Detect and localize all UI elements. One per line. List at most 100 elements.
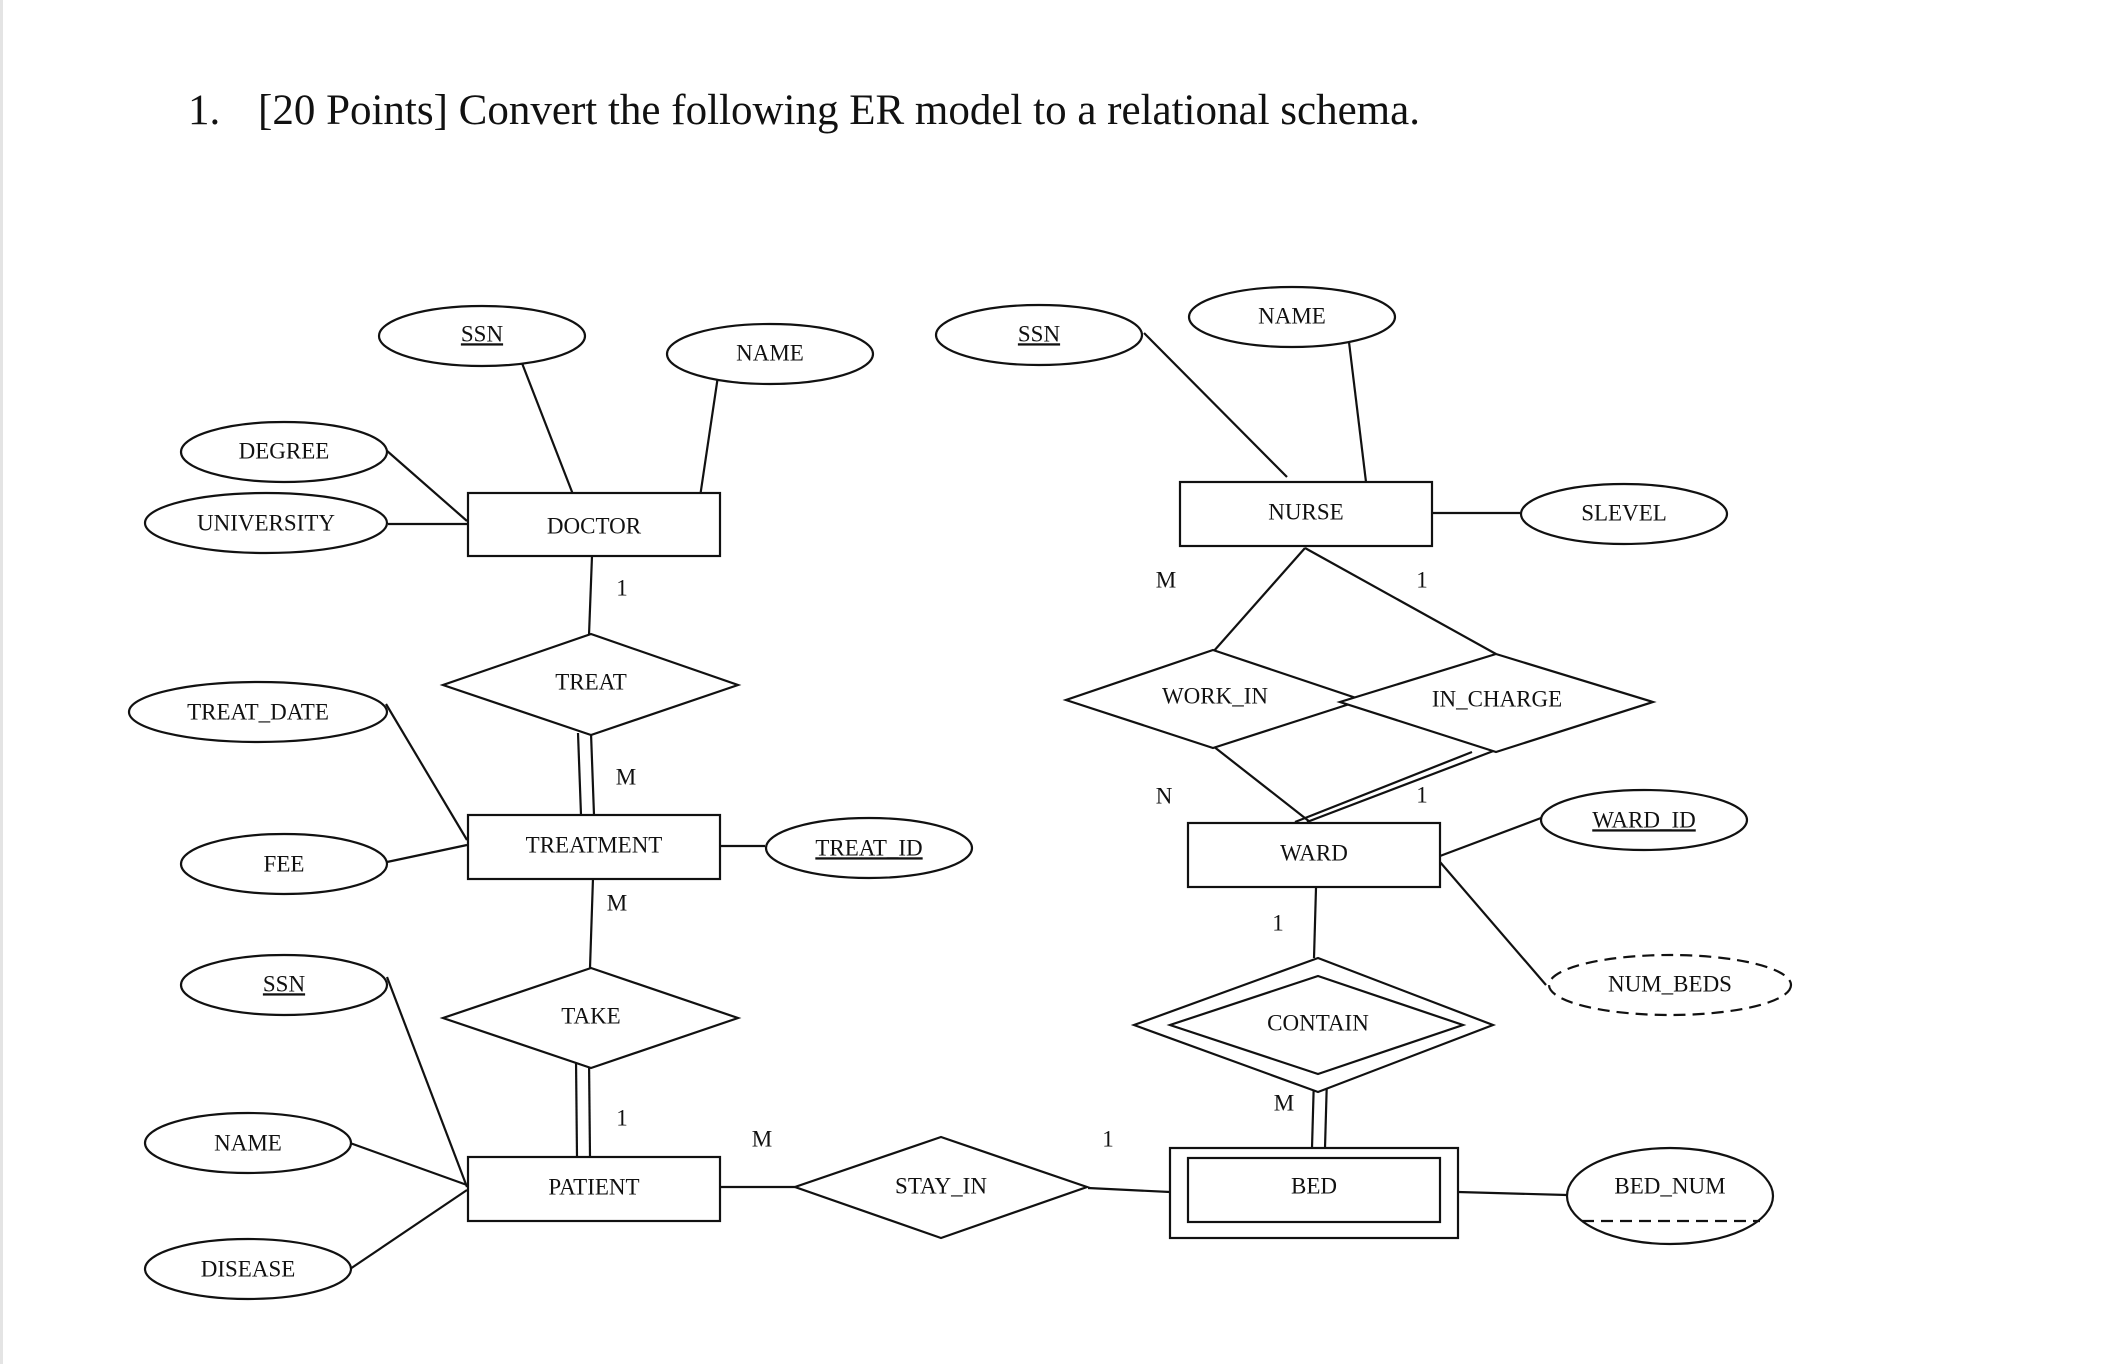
line-nurse-in-charge xyxy=(1304,547,1497,655)
attribute-degree-label: DEGREE xyxy=(239,438,330,463)
attribute-ward-id: WARD_ID xyxy=(1539,788,1749,852)
relationship-take-label: TAKE xyxy=(561,1003,620,1028)
attribute-patient-name: NAME xyxy=(143,1111,353,1175)
cardinality-treatment-treat: M xyxy=(616,764,636,789)
left-border xyxy=(0,0,3,1364)
line-ward-ward-id xyxy=(1439,816,1542,858)
attribute-disease-label: DISEASE xyxy=(201,1256,296,1281)
attribute-patient-ssn-label: SSN xyxy=(263,971,306,996)
relationships: TREAT TAKE STAY_IN WORK_IN IN_CHARGE xyxy=(439,632,1657,1240)
cardinality-ward-work-in: N xyxy=(1156,783,1173,808)
attribute-doctor-name-label: NAME xyxy=(736,340,804,365)
cardinality-treatment-take: M xyxy=(607,890,627,915)
entity-ward: WARD xyxy=(1186,821,1442,889)
attribute-university-label: UNIVERSITY xyxy=(197,510,335,535)
attribute-university: UNIVERSITY xyxy=(143,491,389,555)
cardinality-ward-in-charge: 1 xyxy=(1416,782,1428,807)
attributes: SSN NAME DEGREE UNIVERSITY SSN NAME xyxy=(127,285,1793,1301)
relationship-in-charge: IN_CHARGE xyxy=(1336,652,1657,754)
line-take-patient-a xyxy=(574,1058,579,1158)
entities: DOCTOR NURSE TREATMENT WARD PATIENT xyxy=(466,480,1460,1240)
relationship-treat-label: TREAT xyxy=(555,669,627,694)
line-treatment-take xyxy=(588,877,595,969)
line-in-charge-ward-b xyxy=(1294,750,1473,824)
attribute-treat-date: TREAT_DATE xyxy=(127,680,389,744)
attribute-fee-label: FEE xyxy=(264,851,305,876)
line-ward-contain xyxy=(1312,887,1318,959)
identifying-relationship-contain-label: CONTAIN xyxy=(1267,1010,1369,1035)
line-in-charge-ward-a xyxy=(1306,748,1497,824)
line-nurse-name xyxy=(1347,341,1368,483)
line-bed-bed-num xyxy=(1457,1190,1568,1197)
question-text: [20 Points] Convert the following ER mod… xyxy=(258,87,1420,134)
cardinality-bed-stay-in: 1 xyxy=(1102,1126,1114,1151)
attribute-nurse-name-label: NAME xyxy=(1258,303,1326,328)
relationship-work-in: WORK_IN xyxy=(1062,648,1366,750)
attribute-patient-ssn: SSN xyxy=(179,953,389,1017)
line-ward-num-beds xyxy=(1439,861,1547,986)
entity-doctor-label: DOCTOR xyxy=(547,513,642,538)
cardinality-patient-take: 1 xyxy=(616,1105,628,1130)
entity-nurse: NURSE xyxy=(1178,480,1434,548)
attribute-doctor-name: NAME xyxy=(665,322,875,386)
line-work-in-ward xyxy=(1212,745,1311,823)
line-patient-disease xyxy=(349,1189,468,1270)
line-patient-name xyxy=(349,1141,468,1187)
line-patient-ssn xyxy=(385,976,469,1188)
line-doctor-ssn xyxy=(518,357,576,498)
attribute-patient-name-label: NAME xyxy=(214,1130,282,1155)
line-take-patient-b xyxy=(587,1058,592,1158)
entity-patient-label: PATIENT xyxy=(548,1174,639,1199)
attribute-treat-date-label: TREAT_DATE xyxy=(187,699,329,724)
line-treatment-fee xyxy=(386,843,468,864)
attribute-bed-num: BED_NUM xyxy=(1565,1146,1775,1246)
cardinality-patient-stay-in: M xyxy=(752,1126,772,1151)
weak-entity-bed: BED xyxy=(1168,1146,1460,1240)
attribute-bed-num-label: BED_NUM xyxy=(1614,1173,1725,1198)
entity-treatment-label: TREATMENT xyxy=(526,832,663,857)
connector-lines xyxy=(349,332,1568,1270)
line-doctor-name xyxy=(698,375,720,498)
line-stay-in-bed xyxy=(1087,1186,1171,1194)
relationship-treat: TREAT xyxy=(439,632,742,737)
line-nurse-ssn xyxy=(1143,332,1288,478)
relationship-take: TAKE xyxy=(439,966,742,1070)
line-treatment-treat-date xyxy=(385,703,468,841)
attribute-slevel-label: SLEVEL xyxy=(1581,500,1667,525)
relationship-in-charge-label: IN_CHARGE xyxy=(1432,686,1562,711)
relationship-stay-in-label: STAY_IN xyxy=(895,1173,987,1198)
line-treat-treatment-a xyxy=(576,732,583,816)
line-treat-treatment-b xyxy=(589,732,596,816)
cardinality-bed-contain: M xyxy=(1274,1090,1294,1115)
attribute-num-beds-label: NUM_BEDS xyxy=(1608,971,1732,996)
identifying-relationship-contain: CONTAIN xyxy=(1130,956,1497,1094)
cardinality-ward-contain: 1 xyxy=(1272,910,1284,935)
entity-ward-label: WARD xyxy=(1280,840,1348,865)
attribute-doctor-ssn-label: SSN xyxy=(461,321,504,346)
attribute-doctor-ssn: SSN xyxy=(377,304,587,368)
question-heading: 1. [20 Points] Convert the following ER m… xyxy=(188,86,1420,135)
attribute-fee: FEE xyxy=(179,832,389,896)
cardinality-nurse-in-charge: 1 xyxy=(1416,567,1428,592)
attribute-nurse-ssn: SSN xyxy=(934,303,1144,367)
line-nurse-work-in xyxy=(1212,547,1306,653)
line-doctor-treat xyxy=(587,555,594,636)
cardinality-nurse-work-in: M xyxy=(1156,567,1176,592)
entity-nurse-label: NURSE xyxy=(1268,499,1343,524)
attribute-num-beds: NUM_BEDS xyxy=(1547,953,1793,1017)
entity-doctor: DOCTOR xyxy=(466,491,722,558)
attribute-ward-id-label: WARD_ID xyxy=(1592,807,1696,832)
relationship-stay-in: STAY_IN xyxy=(791,1135,1091,1240)
line-doctor-degree xyxy=(385,449,468,522)
attribute-disease: DISEASE xyxy=(143,1237,353,1301)
cardinality-labels: 1 M M 1 M N 1 1 1 M M 1 xyxy=(607,567,1428,1151)
attribute-nurse-name: NAME xyxy=(1187,285,1397,349)
attribute-degree: DEGREE xyxy=(179,420,389,484)
weak-entity-bed-label: BED xyxy=(1291,1173,1337,1198)
cardinality-doctor-treat: 1 xyxy=(616,575,628,600)
relationship-work-in-label: WORK_IN xyxy=(1162,683,1268,708)
question-number: 1. xyxy=(188,87,221,134)
attribute-slevel: SLEVEL xyxy=(1519,482,1729,546)
